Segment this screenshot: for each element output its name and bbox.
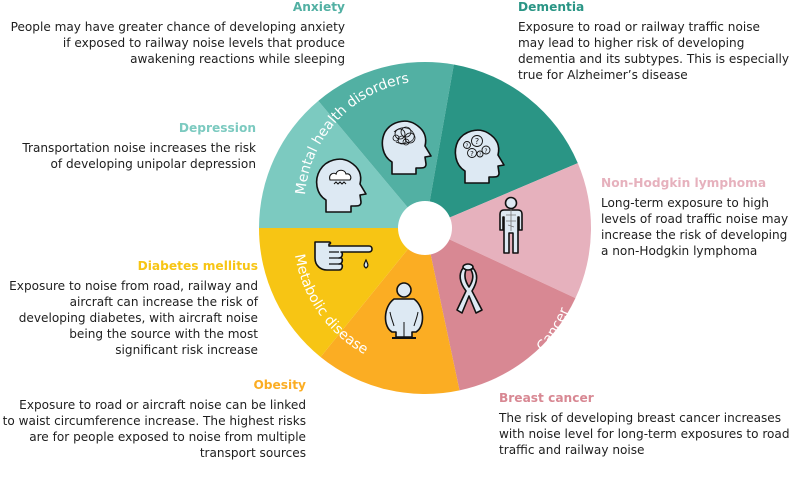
depression-title: Depression: [178, 121, 256, 135]
breast-cancer-description: The risk of developing breast cancer inc…: [499, 410, 796, 458]
breast-cancer-title: Breast cancer: [499, 391, 594, 405]
obese-body-icon: [384, 282, 424, 339]
obesity-block: Obesity Exposure to road or aircraft noi…: [0, 378, 306, 461]
desc-line: Long-term exposure to high: [601, 196, 769, 210]
depression-head-icon: [315, 158, 367, 213]
nhl-title: Non-Hodgkin lymphoma: [601, 176, 767, 190]
desc-line: People may have greater chance of develo…: [10, 20, 345, 34]
desc-line: significant risk increase: [115, 343, 258, 357]
desc-line: dementia and its subtypes. This is espec…: [518, 52, 790, 66]
desc-line: of developing unipolar depression: [50, 157, 256, 171]
desc-line: levels of road traffic noise may: [601, 212, 789, 226]
svg-text:?: ?: [484, 148, 487, 155]
desc-line: are for people exposed to noise from mul…: [29, 430, 306, 444]
anxiety-head-icon: [381, 120, 432, 175]
obesity-description: Exposure to road or aircraft noise can b…: [0, 397, 306, 461]
anxiety-description: People may have greater chance of develo…: [0, 19, 345, 67]
dementia-block: Dementia Exposure to road or railway tra…: [518, 0, 796, 83]
dementia-description: Exposure to road or railway traffic nois…: [518, 19, 796, 83]
desc-line: awakening reactions while sleeping: [130, 52, 345, 66]
desc-line: traffic and railway noise: [499, 443, 645, 457]
desc-line: to waist circumference increase. The hig…: [2, 414, 306, 428]
awareness-ribbon-icon: [456, 263, 483, 314]
svg-text:?: ?: [475, 137, 479, 146]
nhl-block: Non-Hodgkin lymphoma Long-term exposure …: [601, 176, 796, 259]
wheel-segment-diabetes: [259, 228, 425, 358]
obesity-title: Obesity: [253, 378, 306, 392]
breast-cancer-block: Breast cancer The risk of developing bre…: [499, 391, 796, 458]
desc-line: if exposed to railway noise levels that …: [62, 36, 345, 50]
wheel-segment-dementia: [425, 64, 578, 228]
desc-line: increase the risk of developing: [601, 228, 788, 242]
depression-description: Transportation noise increases the risk …: [0, 140, 256, 172]
desc-line: Exposure to road or railway traffic nois…: [518, 20, 760, 34]
nhl-description: Long-term exposure to high levels of roa…: [601, 195, 796, 259]
finger-blood-drop-icon: [314, 241, 373, 271]
desc-line: Exposure to noise from road, railway and: [9, 279, 258, 293]
desc-line: aircraft can increase the risk of: [69, 295, 258, 309]
desc-line: may lead to higher risk of developing: [518, 36, 745, 50]
depression-block: Depression Transportation noise increase…: [0, 121, 256, 172]
diabetes-title: Diabetes mellitus: [137, 259, 258, 273]
desc-line: transport sources: [199, 446, 306, 460]
desc-line: developing diabetes, with aircraft noise: [18, 311, 258, 325]
desc-line: with noise level for long-term exposures…: [499, 427, 790, 441]
desc-line: true for Alzheimer’s disease: [518, 68, 688, 82]
anxiety-block: Anxiety People may have greater chance o…: [0, 0, 345, 67]
center-hole: [398, 201, 452, 255]
diabetes-description: Exposure to noise from road, railway and…: [0, 278, 258, 358]
dementia-head-icon: ? ? ? ? ?: [454, 129, 505, 184]
desc-line: Exposure to road or aircraft noise can b…: [19, 398, 306, 412]
lymphatic-body-icon: [499, 196, 523, 254]
svg-text:?: ?: [479, 152, 481, 157]
desc-line: a non-Hodgkin lymphoma: [601, 244, 758, 258]
svg-text:?: ?: [470, 150, 474, 158]
desc-line: The risk of developing breast cancer inc…: [499, 411, 782, 425]
svg-text:?: ?: [466, 144, 469, 150]
anxiety-title: Anxiety: [292, 0, 345, 14]
dementia-title: Dementia: [518, 0, 585, 14]
desc-line: Transportation noise increases the risk: [22, 141, 256, 155]
desc-line: being the source with the most: [69, 327, 258, 341]
diabetes-block: Diabetes mellitus Exposure to noise from…: [0, 259, 258, 358]
